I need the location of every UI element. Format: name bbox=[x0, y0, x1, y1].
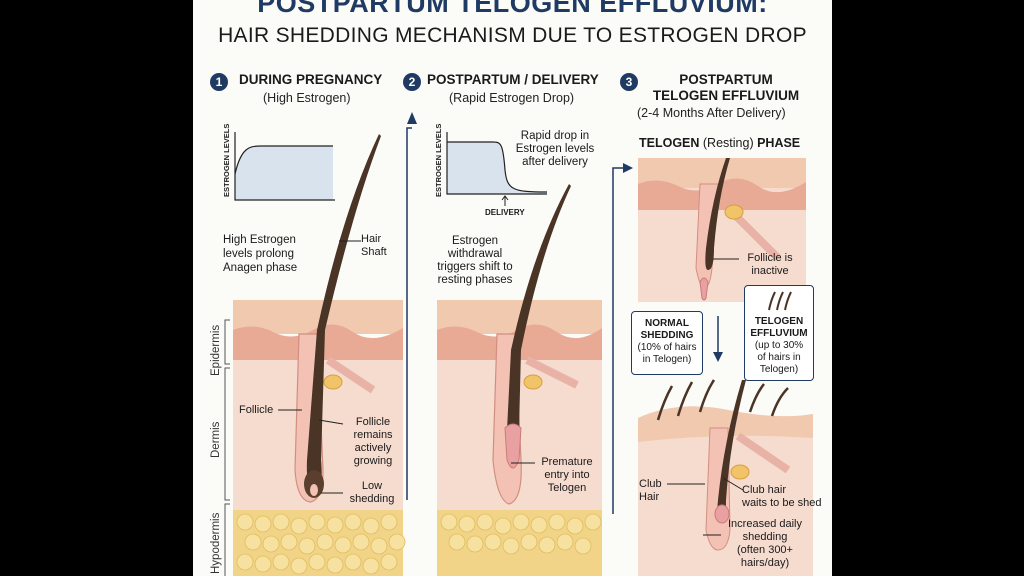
main-title: POSTPARTUM TELOGEN EFFLUVIUM: bbox=[257, 0, 768, 18]
step-number-1: 1 bbox=[210, 73, 228, 91]
panel3-subheading: (2-4 Months After Delivery) bbox=[637, 106, 786, 120]
flow-arrow-2 bbox=[612, 163, 633, 514]
shed-hairs-icon bbox=[768, 291, 792, 311]
chart2-line bbox=[447, 141, 548, 193]
estrogen-chart-1 bbox=[234, 132, 335, 201]
follicle-label: Follicle bbox=[239, 404, 274, 416]
chart1-axes bbox=[234, 132, 335, 201]
growing-leader bbox=[318, 419, 344, 425]
chart2-axis-label: ESTROGEN LEVELS bbox=[434, 123, 443, 197]
inactive-leader bbox=[713, 258, 739, 260]
club-wait-leader bbox=[722, 477, 744, 491]
chart1-area bbox=[235, 146, 333, 200]
estrogen-chart-2 bbox=[446, 132, 548, 206]
low-shedding-leader bbox=[321, 492, 343, 494]
layer-brackets bbox=[224, 319, 230, 576]
premature-leader bbox=[511, 462, 535, 464]
layer-epidermis-label: Epidermis bbox=[210, 324, 222, 376]
step-number-2: 2 bbox=[403, 73, 421, 91]
telogen-phase-title: TELOGEN (Resting) PHASE bbox=[639, 136, 801, 150]
panel2-subheading: (Rapid Estrogen Drop) bbox=[449, 91, 575, 105]
delivery-marker bbox=[501, 195, 509, 206]
step-number-3: 3 bbox=[620, 73, 638, 91]
chart2-area bbox=[447, 142, 547, 194]
hair-shaft-1 bbox=[304, 134, 381, 498]
hair-shaft-leader-1 bbox=[339, 240, 361, 242]
flow-arrow-1 bbox=[406, 112, 417, 500]
subtitle: HAIR SHEDDING MECHANISM DUE TO ESTROGEN … bbox=[218, 24, 807, 47]
panel1-subheading: (High Estrogen) bbox=[263, 91, 351, 105]
chart1-axis-label: ESTROGEN LEVELS bbox=[222, 123, 231, 197]
increased-leader bbox=[703, 534, 721, 536]
club-hair-leader bbox=[667, 483, 705, 485]
chart1-line bbox=[234, 145, 333, 175]
follicle-leader bbox=[278, 409, 302, 411]
down-arrow bbox=[713, 316, 723, 362]
hair-shaft-2 bbox=[504, 184, 571, 469]
panel2-heading: POSTPARTUM / DELIVERY bbox=[427, 72, 599, 87]
infographic: POSTPARTUM TELOGEN EFFLUVIUM: HAIR SHEDD… bbox=[193, 0, 832, 576]
layer-dermis-label: Dermis bbox=[210, 421, 222, 458]
layer-hypodermis-label: Hypodermis bbox=[210, 512, 222, 574]
chart2-axes bbox=[446, 132, 547, 195]
telogen-follicle-diagram bbox=[638, 158, 806, 302]
shedding-skin-diagram bbox=[638, 379, 813, 576]
delivery-label: DELIVERY bbox=[485, 208, 525, 217]
panel1-heading: DURING PREGNANCY bbox=[239, 72, 383, 87]
